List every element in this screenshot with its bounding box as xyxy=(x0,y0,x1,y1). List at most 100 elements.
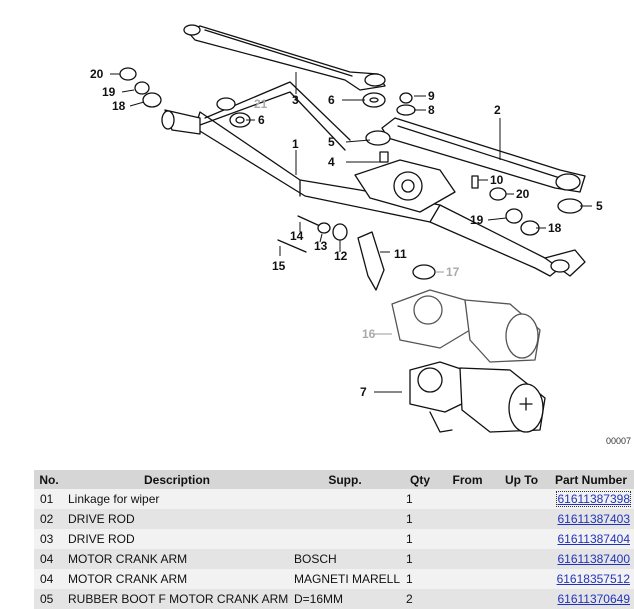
cell-part-number: 61618357512 xyxy=(548,569,634,589)
callout-2: 2 xyxy=(494,103,501,117)
callout-10: 8 xyxy=(428,103,435,117)
callout-20: 20 xyxy=(516,187,530,201)
callout-9: 17 xyxy=(446,265,460,279)
cell-from xyxy=(440,489,495,509)
callout-12: 10 xyxy=(490,173,504,187)
header-from: From xyxy=(440,470,495,489)
cell-qty: 1 xyxy=(400,569,440,589)
small-parts-bracket xyxy=(277,215,436,291)
cell-supplier: MAGNETI MARELLI xyxy=(290,569,400,589)
callout-7: 7 xyxy=(360,385,367,399)
cell-qty: 1 xyxy=(400,509,440,529)
wiper-linkage-1 xyxy=(161,81,586,277)
header-supplier: Supp. xyxy=(290,470,400,489)
part-number-link[interactable]: 61611370649 xyxy=(557,592,630,606)
table-row: 05 RUBBER BOOT F MOTOR CRANK ARM D=16MM … xyxy=(34,589,634,609)
cell-from xyxy=(440,569,495,589)
table-row: 03 DRIVE ROD 1 61611387404 xyxy=(34,529,634,549)
cell-up-to xyxy=(495,569,548,589)
part-number-link[interactable]: 61618357512 xyxy=(556,572,630,586)
callout-6: 6 xyxy=(328,93,335,107)
header-part-number: Part Number xyxy=(548,470,634,489)
exploded-parts-diagram: 3 2 1 4 5 6 6 21 9 8 10 20 5 19 18 20 19… xyxy=(90,24,631,446)
table-row: 04 MOTOR CRANK ARM BOSCH 1 61611387400 xyxy=(34,549,634,569)
cell-part-number: 61611387398 xyxy=(548,489,634,509)
cell-supplier: BOSCH xyxy=(290,549,400,569)
wiper-motor-7 xyxy=(409,361,546,433)
cell-supplier xyxy=(290,489,400,509)
callout-16: 14 xyxy=(290,229,304,243)
header-description: Description xyxy=(64,470,290,489)
header-qty: Qty xyxy=(400,470,440,489)
cell-up-to xyxy=(495,529,548,549)
callout-1: 1 xyxy=(292,137,299,151)
leader-lines xyxy=(110,72,592,393)
callout-14: 12 xyxy=(334,249,348,263)
parts-table: No. Description Supp. Qty From Up To Par… xyxy=(34,470,634,609)
cell-part-number: 61611370649 xyxy=(548,589,634,609)
cell-part-number: 61611387403 xyxy=(548,509,634,529)
diagram-reference-code: 00007 xyxy=(606,436,631,446)
cell-qty: 1 xyxy=(400,489,440,509)
table-header-row: No. Description Supp. Qty From Up To Par… xyxy=(34,470,634,489)
small-parts-left xyxy=(119,67,251,128)
cell-no: 02 xyxy=(34,509,64,529)
cell-up-to xyxy=(495,509,548,529)
cell-no: 03 xyxy=(34,529,64,549)
callout-8: 16 xyxy=(362,327,376,341)
callout-6: 6 xyxy=(258,113,265,127)
callout-labels: 3 2 1 4 5 6 6 21 9 8 10 20 5 19 18 20 19… xyxy=(90,67,631,446)
cell-from xyxy=(440,509,495,529)
cell-up-to xyxy=(495,549,548,569)
cell-up-to xyxy=(495,589,548,609)
cell-no: 04 xyxy=(34,569,64,589)
callout-5: 5 xyxy=(596,199,603,213)
wiper-motor-8 xyxy=(391,289,541,363)
drive-rod-2 xyxy=(381,117,586,193)
callout-13: 11 xyxy=(394,247,407,261)
part-number-link[interactable]: 61611387403 xyxy=(557,512,630,526)
cell-qty: 1 xyxy=(400,529,440,549)
cell-description: MOTOR CRANK ARM xyxy=(64,569,290,589)
callout-17: 15 xyxy=(272,259,286,273)
cell-qty: 1 xyxy=(400,549,440,569)
cell-no: 05 xyxy=(34,589,64,609)
callout-15: 13 xyxy=(314,239,328,253)
cell-description: RUBBER BOOT F MOTOR CRANK ARM xyxy=(64,589,290,609)
part-number-link[interactable]: 61611387404 xyxy=(557,532,630,546)
table-row: 01 Linkage for wiper 1 61611387398 xyxy=(34,489,634,509)
callout-18: 18 xyxy=(112,99,126,113)
callout-5: 5 xyxy=(328,135,335,149)
cell-supplier: D=16MM xyxy=(290,589,400,609)
cell-no: 04 xyxy=(34,549,64,569)
cell-from xyxy=(440,589,495,609)
cell-from xyxy=(440,549,495,569)
callout-19: 19 xyxy=(102,85,116,99)
header-no: No. xyxy=(34,470,64,489)
cell-supplier xyxy=(290,529,400,549)
cell-description: DRIVE ROD xyxy=(64,509,290,529)
callout-3: 3 xyxy=(292,93,299,107)
cell-part-number: 61611387404 xyxy=(548,529,634,549)
callout-18: 18 xyxy=(548,221,562,235)
table-row: 04 MOTOR CRANK ARM MAGNETI MARELLI 1 616… xyxy=(34,569,634,589)
callout-21: 21 xyxy=(254,97,268,111)
part-number-link[interactable]: 61611387400 xyxy=(557,552,630,566)
cell-up-to xyxy=(495,489,548,509)
part-number-link[interactable]: 61611387398 xyxy=(556,491,631,507)
callout-11: 9 xyxy=(428,89,435,103)
cell-description: DRIVE ROD xyxy=(64,529,290,549)
drive-rod-3 xyxy=(183,24,386,91)
callout-20: 20 xyxy=(90,67,104,81)
header-up-to: Up To xyxy=(495,470,548,489)
cell-qty: 2 xyxy=(400,589,440,609)
cell-part-number: 61611387400 xyxy=(548,549,634,569)
cell-supplier xyxy=(290,509,400,529)
table-row: 02 DRIVE ROD 1 61611387403 xyxy=(34,509,634,529)
cell-description: MOTOR CRANK ARM xyxy=(64,549,290,569)
callout-19: 19 xyxy=(470,213,484,227)
cell-description: Linkage for wiper xyxy=(64,489,290,509)
cell-no: 01 xyxy=(34,489,64,509)
callout-4: 4 xyxy=(328,155,335,169)
cell-from xyxy=(440,529,495,549)
